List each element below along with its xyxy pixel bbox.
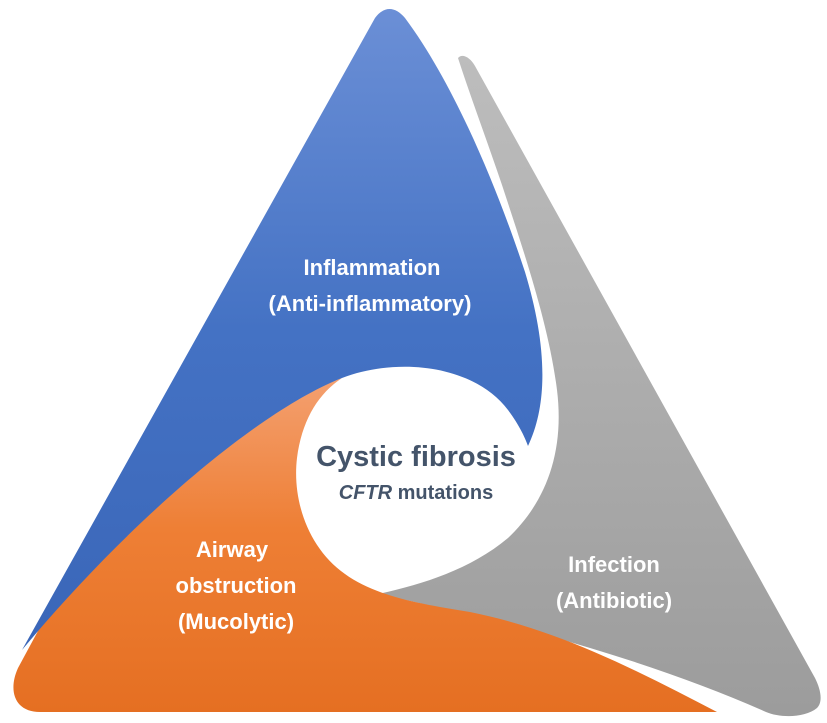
airway-segment [13,378,718,712]
airway-label-line2: obstruction [176,573,297,598]
infection-label-line1: Infection [568,552,660,577]
airway-label-line3: (Mucolytic) [178,609,294,634]
infection-label-line2: (Antibiotic) [556,588,672,613]
center-label: Cystic fibrosis CFTR mutations [316,441,516,504]
inflammation-segment [22,9,543,650]
inflammation-label-line1: Inflammation [304,255,441,280]
airway-label: Airway obstruction (Mucolytic) [176,537,297,634]
inflammation-label-line2: (Anti-inflammatory) [269,291,472,316]
inflammation-label: Inflammation (Anti-inflammatory) [269,255,472,316]
airway-label-line1: Airway [196,537,269,562]
center-title: Cystic fibrosis [316,441,516,473]
infection-segment [378,55,821,717]
center-subtitle-rest: mutations [392,482,493,504]
center-subtitle-gene: CFTR [339,482,393,504]
infection-label: Infection (Antibiotic) [556,552,672,613]
center-subtitle: CFTR mutations [339,482,493,504]
